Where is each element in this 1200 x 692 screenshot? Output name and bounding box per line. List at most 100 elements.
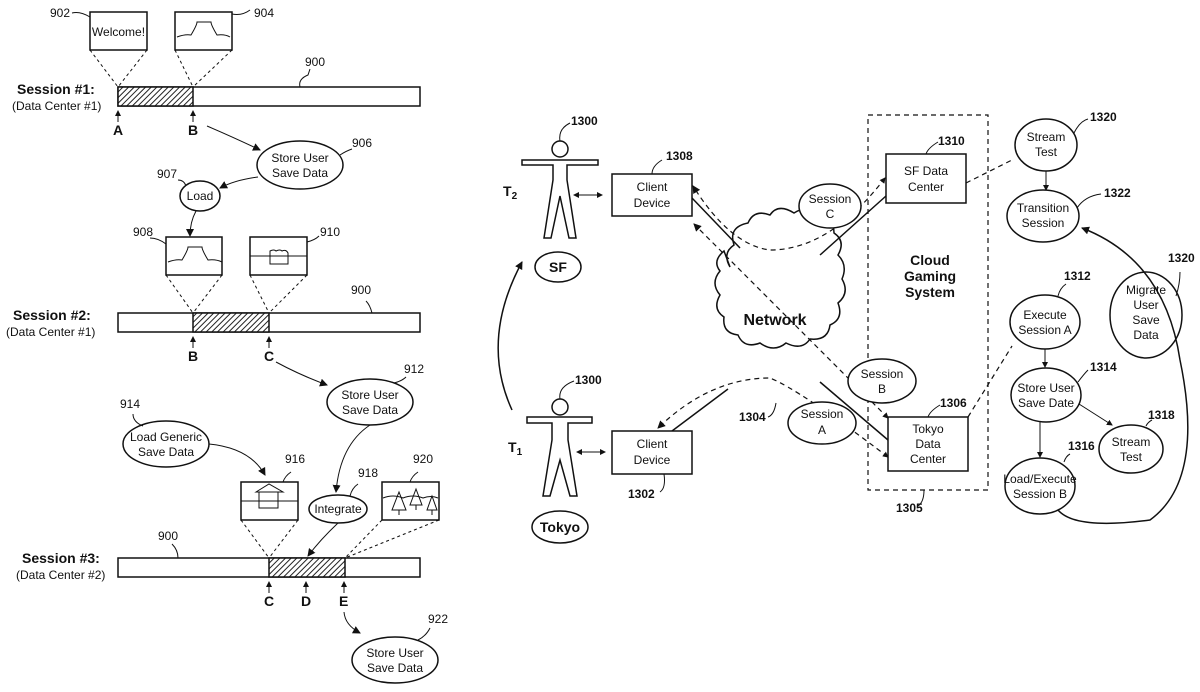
- session-3: Load Generic Save Data 914 916 Integrate…: [16, 397, 448, 683]
- flow-store-line2: Save Date: [1018, 396, 1074, 410]
- arrow-to-916: [209, 444, 265, 475]
- user-tokyo: 1300 T1 Tokyo: [508, 373, 605, 543]
- flow-migrate-line4: Data: [1133, 328, 1159, 342]
- leader-1320: [1074, 119, 1088, 133]
- zoom-line: [175, 50, 193, 87]
- arrow-to-segment: [308, 523, 338, 556]
- location-sf-label: SF: [549, 259, 567, 275]
- right-figure: Cloud Gaming System 1305 Network 1304 13…: [498, 110, 1195, 543]
- flow-stream-test-bottom-line1: Stream: [1112, 435, 1151, 449]
- session-3-subtitle: (Data Center #2): [16, 568, 105, 582]
- leader-904: [232, 10, 250, 15]
- node-912-line2: Save Data: [342, 403, 398, 417]
- session-b-line2: B: [878, 382, 886, 396]
- session-2: 908 910 Session #2: (Data Center #1) 900…: [6, 225, 424, 425]
- flow-chart: Stream Test 1320 Transition Session 1322…: [1003, 110, 1195, 523]
- ref-920: 920: [413, 452, 433, 466]
- flow-stream-test-bottom-line2: Test: [1120, 450, 1143, 464]
- person-icon: [527, 417, 592, 496]
- ref-1314: 1314: [1090, 360, 1117, 374]
- zoom-line: [193, 50, 232, 87]
- ref-908: 908: [133, 225, 153, 239]
- ref-912: 912: [404, 362, 424, 376]
- person-icon: [522, 160, 598, 238]
- ref-1312: 1312: [1064, 269, 1091, 283]
- leader-1322: [1077, 194, 1101, 208]
- marker-c: C: [264, 593, 274, 609]
- played-segment: [193, 313, 269, 332]
- session-2-title: Session #2:: [13, 307, 91, 323]
- flow-load-execute-line2: Session B: [1013, 487, 1067, 501]
- session-a-line2: A: [818, 423, 826, 437]
- leader-1300: [560, 381, 574, 399]
- link-client-sf-network: [692, 198, 740, 248]
- tokyo-dc-to-execute: [968, 346, 1012, 417]
- node-914-load-generic-save-data: [123, 421, 209, 467]
- ref-1308: 1308: [666, 149, 693, 163]
- arrow-to-908: [190, 211, 196, 236]
- ref-1322: 1322: [1104, 186, 1131, 200]
- arrow-to-stream-test-bottom: [1079, 404, 1112, 425]
- leader-1312: [1058, 284, 1066, 296]
- flow-stream-test-top-line1: Stream: [1027, 130, 1066, 144]
- leader-920: [410, 472, 418, 482]
- leader-1316: [1064, 454, 1070, 462]
- zoom-line: [241, 520, 269, 558]
- flow-execute-line1: Execute: [1023, 308, 1067, 322]
- ref-916: 916: [285, 452, 305, 466]
- leader-900: [366, 301, 372, 313]
- node-918-label: Integrate: [314, 502, 362, 516]
- tokyo-dc-line3: Center: [910, 452, 946, 466]
- node-907-label: Load: [187, 189, 214, 203]
- ref-900: 900: [305, 55, 325, 69]
- leader-1300: [560, 123, 570, 141]
- node-914-line1: Load Generic: [130, 430, 202, 444]
- zoom-line: [166, 275, 193, 313]
- flow-load-execute-session-b: [1005, 458, 1075, 514]
- ref-1300-tokyo: 1300: [575, 373, 602, 387]
- user-sf: 1300 T2 SF: [503, 114, 602, 282]
- flow-execute-session-a: [1010, 295, 1080, 349]
- ref-1302: 1302: [628, 487, 655, 501]
- node-922-line2: Save Data: [367, 661, 423, 675]
- ref-907: 907: [157, 167, 177, 181]
- leader-1308: [652, 160, 662, 174]
- node-906-line1: Store User: [271, 151, 328, 165]
- zoom-line: [269, 520, 298, 558]
- marker-e: E: [339, 593, 348, 609]
- session-b: [848, 359, 916, 403]
- arrow-to-integrate: [336, 425, 370, 492]
- session-c-line2: C: [826, 207, 835, 221]
- ref-1316: 1316: [1068, 439, 1095, 453]
- ref-910: 910: [320, 225, 340, 239]
- cloud-system-line1: Cloud: [910, 252, 950, 268]
- leader-922: [418, 628, 430, 640]
- location-tokyo-label: Tokyo: [540, 519, 580, 535]
- zoom-line: [118, 50, 147, 87]
- ref-906: 906: [352, 136, 372, 150]
- marker-d: D: [301, 593, 311, 609]
- marker-b: B: [188, 348, 198, 364]
- ref-904: 904: [254, 6, 274, 20]
- person-head: [552, 399, 568, 415]
- flow-stream-test-bottom: [1099, 425, 1163, 473]
- zoom-line: [250, 275, 269, 313]
- node-922-store-user-save-data: [352, 637, 438, 683]
- client-device-sf-line2: Device: [634, 196, 671, 210]
- leader-907: [178, 180, 186, 186]
- ref-1300-sf: 1300: [571, 114, 598, 128]
- leader-1320: [1176, 272, 1180, 296]
- leader-1310: [926, 142, 938, 154]
- ref-900: 900: [351, 283, 371, 297]
- person-head: [552, 141, 568, 157]
- arrow-to-load: [220, 177, 258, 188]
- frame-908: [166, 237, 222, 275]
- leader-900: [172, 544, 178, 558]
- session-1: Session #1: (Data Center #1) 900 A B Wel…: [12, 6, 420, 236]
- arrow-to-912: [276, 362, 327, 385]
- ref-918: 918: [358, 466, 378, 480]
- ref-902: 902: [50, 6, 70, 20]
- ref-922: 922: [428, 612, 448, 626]
- session-b-line1: Session: [861, 367, 904, 381]
- ref-900: 900: [158, 529, 178, 543]
